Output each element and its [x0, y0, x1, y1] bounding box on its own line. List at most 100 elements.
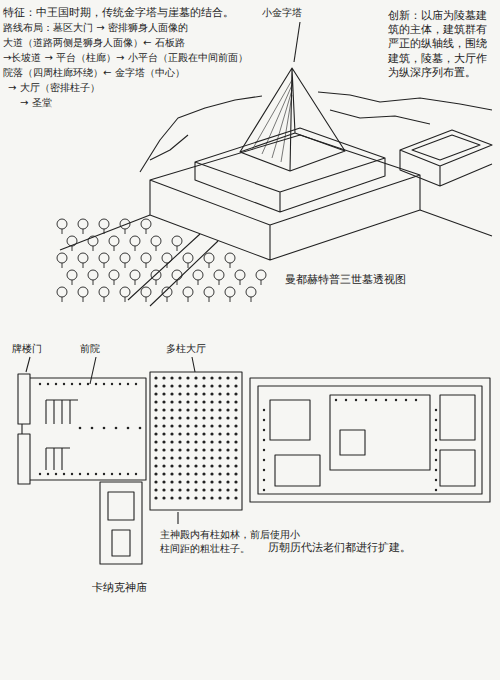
tree-trunk	[146, 297, 147, 302]
column-dot	[218, 496, 221, 499]
tree-trunk	[209, 297, 210, 302]
back-court	[400, 130, 492, 186]
column-dot	[218, 392, 221, 395]
column-dot	[186, 488, 189, 491]
tree-trunk	[240, 280, 241, 285]
column-dot	[178, 392, 181, 395]
tree-trunk	[188, 263, 189, 268]
column-dot	[154, 472, 157, 475]
column-dot	[263, 409, 265, 411]
column-dot	[435, 419, 437, 421]
tree-trunk	[209, 263, 210, 268]
column-dot	[178, 440, 181, 443]
column-dot	[210, 480, 213, 483]
annotation-text: 历朝历代法老们都进行扩建。	[268, 540, 468, 554]
column-dot	[186, 400, 189, 403]
column-dot	[218, 376, 221, 379]
column-dot	[186, 384, 189, 387]
small-temple	[100, 482, 142, 564]
tree-crown	[225, 287, 235, 297]
column-dot	[202, 464, 205, 467]
tree-crown	[141, 219, 151, 229]
tree-trunk	[261, 280, 262, 285]
tree	[99, 253, 109, 268]
tree	[109, 270, 119, 285]
column-dot	[170, 392, 173, 395]
column-dot	[218, 480, 221, 483]
column-dot	[47, 473, 49, 475]
tree-crown	[183, 253, 193, 263]
tree-crown	[57, 219, 67, 229]
tree-crown	[99, 219, 109, 229]
column-dot	[202, 456, 205, 459]
column-dot	[218, 384, 221, 387]
column-dot	[226, 448, 229, 451]
tree	[109, 236, 119, 251]
tree-crown	[57, 287, 67, 297]
tree-trunk	[62, 297, 63, 302]
column-dot	[210, 392, 213, 395]
column-dot	[218, 464, 221, 467]
column-dot	[218, 416, 221, 419]
column-dot	[385, 399, 387, 401]
tree-trunk	[219, 280, 220, 285]
tree	[88, 270, 98, 285]
tree-trunk	[135, 246, 136, 251]
small-pyramid	[240, 68, 345, 171]
column-dot	[202, 448, 205, 451]
pyramid-shade	[252, 80, 292, 162]
tree-trunk	[135, 280, 136, 285]
column-dot	[186, 464, 189, 467]
column-dot	[178, 472, 181, 475]
tree	[151, 270, 161, 285]
tree-crown	[88, 270, 98, 280]
column-dot	[154, 496, 157, 499]
column-dot	[186, 408, 189, 411]
tree	[57, 253, 67, 268]
tree-crown	[99, 287, 109, 297]
column-dot	[154, 400, 157, 403]
column-dot	[435, 449, 437, 451]
column-dot	[186, 448, 189, 451]
annotation-text: → 大厅（密排柱子）	[8, 81, 158, 95]
tree-crown	[67, 236, 77, 246]
column-dot	[154, 456, 157, 459]
column-dot	[91, 427, 94, 430]
column-dot	[435, 409, 437, 411]
column-dot	[162, 488, 165, 491]
column-dot	[202, 416, 205, 419]
tree	[120, 219, 130, 234]
column-dot	[202, 376, 205, 379]
tree-crown	[225, 253, 235, 263]
column-dot	[154, 440, 157, 443]
column-dot	[395, 399, 397, 401]
column-dot	[186, 480, 189, 483]
column-dot	[226, 416, 229, 419]
column-dot	[226, 400, 229, 403]
column-dot	[170, 448, 173, 451]
column-dot	[178, 376, 181, 379]
column-dot	[234, 392, 237, 395]
column-dot	[87, 383, 89, 385]
column-dot	[234, 376, 237, 379]
column-dot	[170, 376, 173, 379]
column-dot	[111, 473, 113, 475]
column-dot	[170, 456, 173, 459]
tree-trunk	[198, 280, 199, 285]
annotation-text: 多柱大厅	[166, 342, 230, 356]
column-dot	[170, 496, 173, 499]
column-dot	[162, 464, 165, 467]
column-dot	[375, 399, 377, 401]
tree-trunk	[125, 297, 126, 302]
column-dot	[186, 392, 189, 395]
tree	[162, 253, 172, 268]
column-dot	[154, 448, 157, 451]
leader-line	[294, 22, 300, 62]
tree	[256, 270, 266, 285]
tree-trunk	[177, 280, 178, 285]
column-dot	[186, 432, 189, 435]
column-dot	[55, 473, 57, 475]
column-dot	[210, 472, 213, 475]
tree-crown	[78, 253, 88, 263]
column-dot	[202, 440, 205, 443]
